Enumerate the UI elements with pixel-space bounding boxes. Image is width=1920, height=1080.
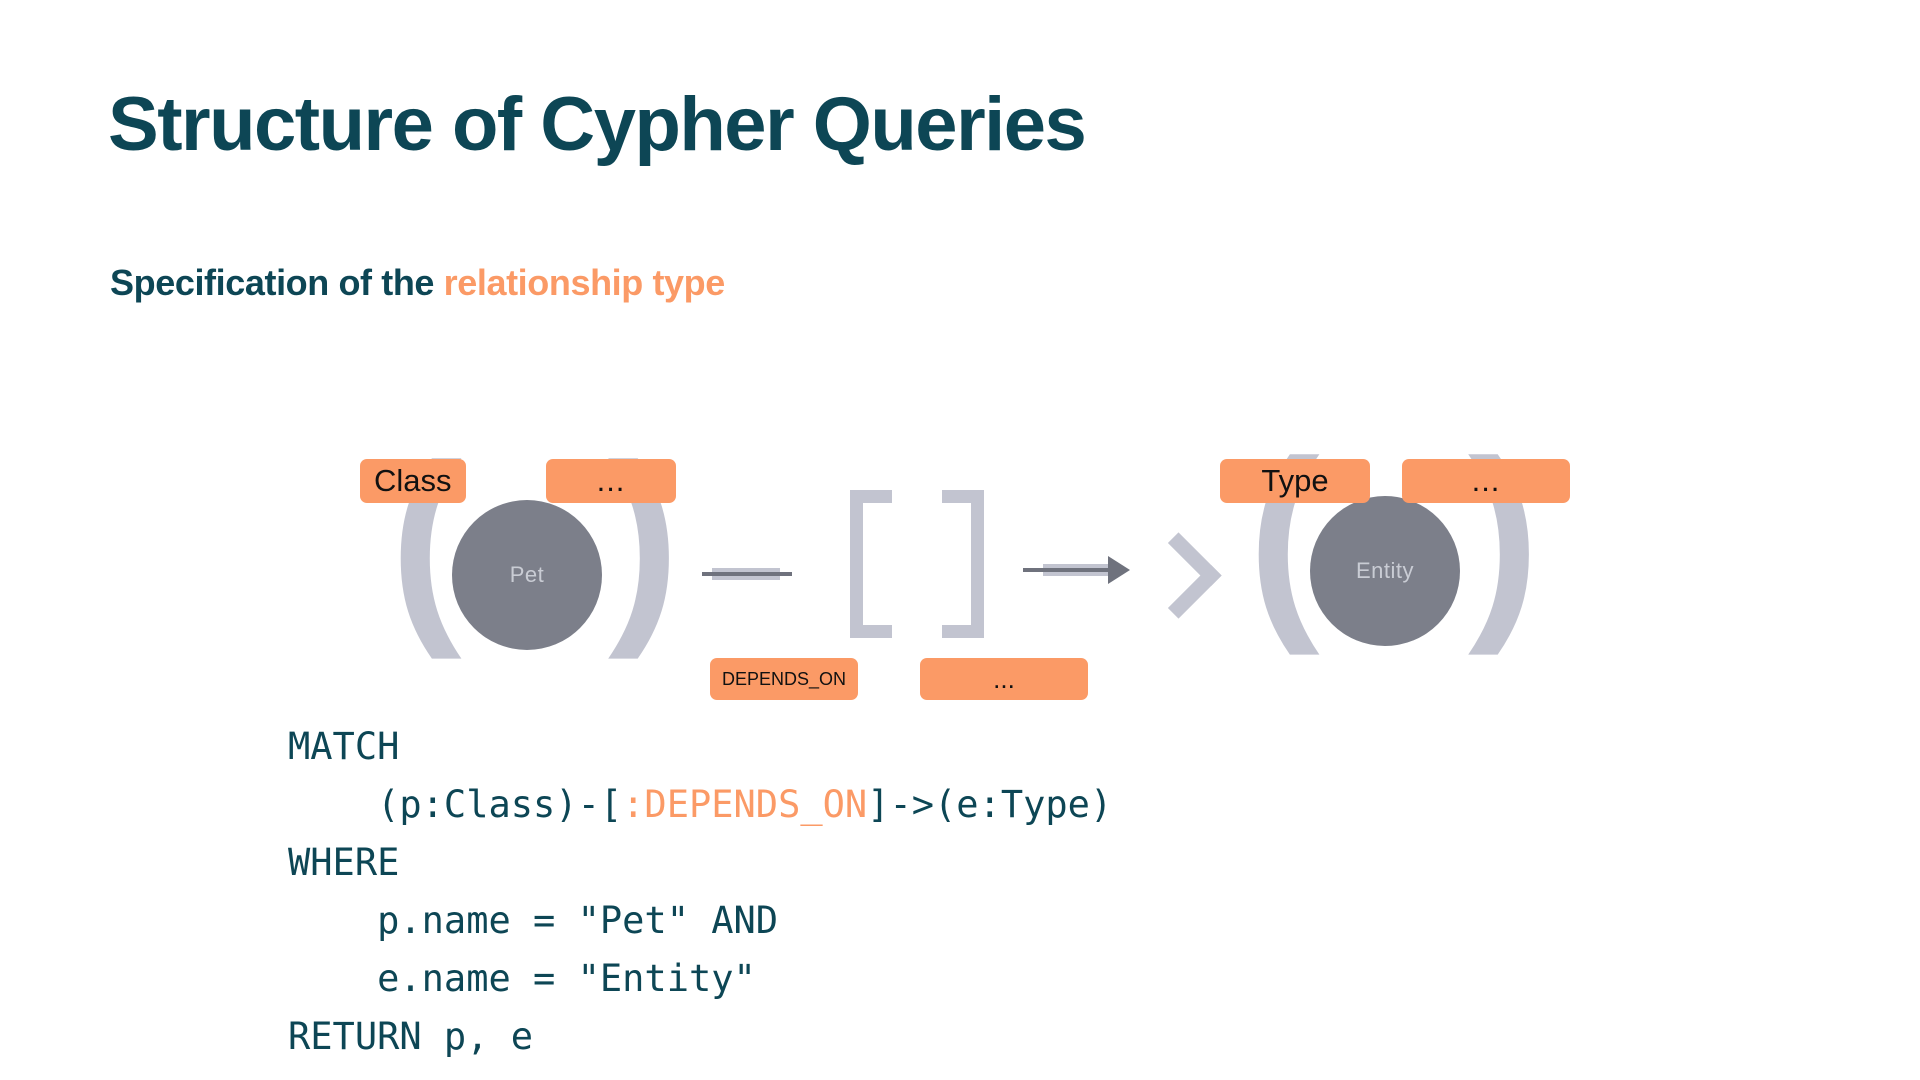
relationship-chevron-icon <box>1135 532 1222 619</box>
code-token: p.name = "Pet" AND <box>288 899 779 942</box>
code-token: MATCH <box>288 725 400 768</box>
right-node-circle-label: Entity <box>1355 558 1415 583</box>
subtitle-accent: relationship type <box>443 262 726 303</box>
page-title: Structure of Cypher Queries <box>108 82 1087 167</box>
relationship-arrowhead-icon <box>1108 556 1130 584</box>
relationship-open-bracket <box>850 490 892 638</box>
right-node-label-badge[interactable]: Type <box>1220 459 1370 503</box>
left-node-circle-label: Pet <box>509 562 545 587</box>
cypher-pattern-diagram: ( ) Pet Class ... DEPENDS_ON ... ( ) <box>0 0 1920 700</box>
page-subtitle: Specification of the relationship type <box>110 262 725 304</box>
relationship-type-badge[interactable]: DEPENDS_ON <box>710 658 859 700</box>
right-node-circle[interactable]: Entity <box>1310 496 1460 646</box>
right-node-props-badge[interactable]: ... <box>1402 459 1570 503</box>
left-node-props-badge[interactable]: ... <box>546 459 676 503</box>
code-relationship-token: :DEPENDS_ON <box>622 783 868 826</box>
relationship-left-dash-thin <box>702 572 792 576</box>
relationship-right-dash-thin <box>1023 568 1113 572</box>
code-token: (p:Class)-[ <box>288 783 623 826</box>
code-line: WHERE <box>288 834 1112 892</box>
cypher-code-block[interactable]: MATCH (p:Class)-[:DEPENDS_ON]->(e:Type) W… <box>288 718 1112 1066</box>
code-line: p.name = "Pet" AND <box>288 892 1112 950</box>
code-line: RETURN p, e <box>288 1008 1112 1066</box>
code-token: ]->(e:Type) <box>867 783 1113 826</box>
code-line: MATCH <box>288 718 1112 776</box>
subtitle-prefix: Specification of the <box>110 262 444 303</box>
code-token: WHERE <box>288 841 400 884</box>
relationship-props-badge[interactable]: ... <box>920 658 1088 700</box>
code-token: RETURN p, e <box>288 1015 534 1058</box>
relationship-close-bracket <box>942 490 984 638</box>
left-node-label-badge[interactable]: Class <box>360 459 466 503</box>
code-line: e.name = "Entity" <box>288 950 1112 1008</box>
code-token: e.name = "Entity" <box>288 957 756 1000</box>
code-line: (p:Class)-[:DEPENDS_ON]->(e:Type) <box>288 776 1112 834</box>
left-node-circle[interactable]: Pet <box>452 500 602 650</box>
